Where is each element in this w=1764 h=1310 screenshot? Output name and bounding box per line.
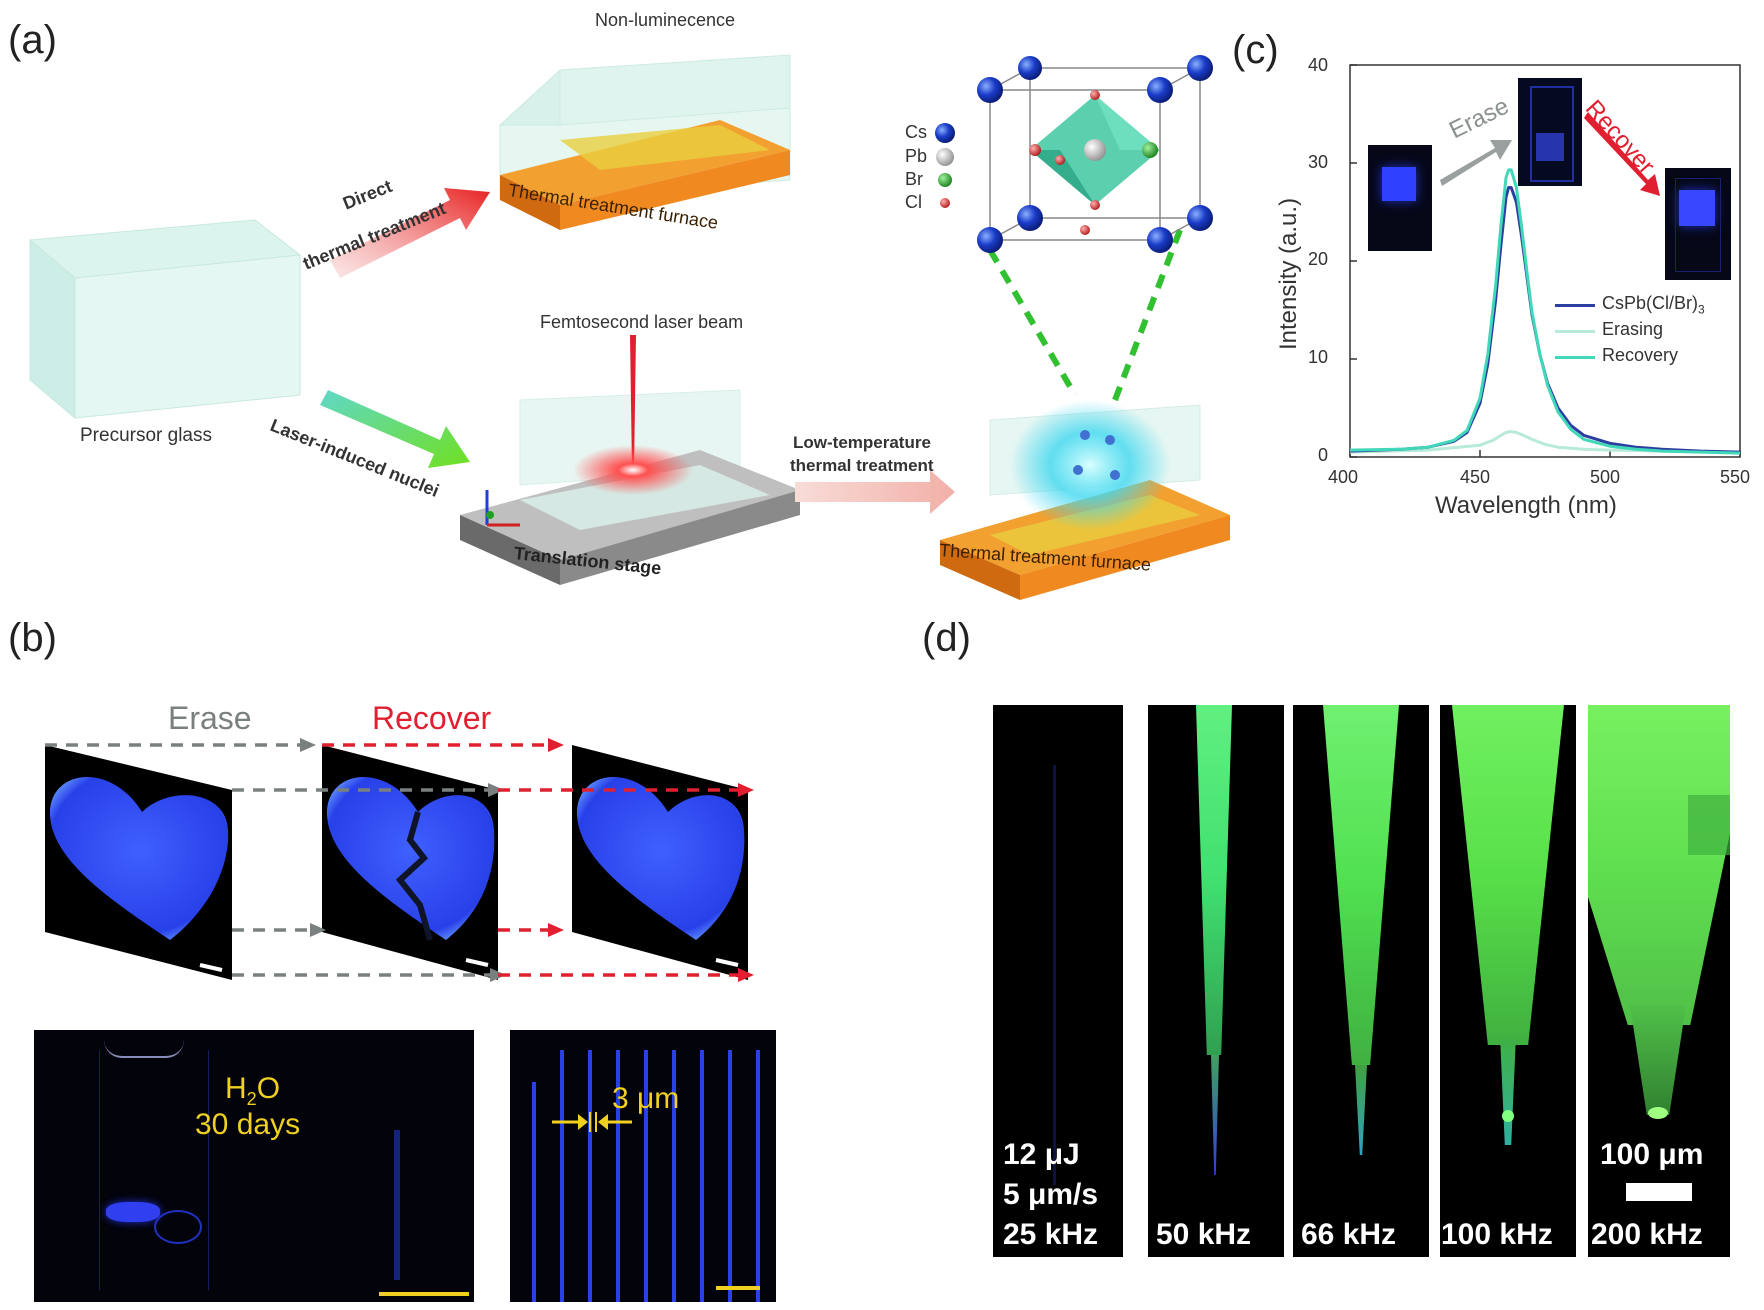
growth-image-100khz	[1440, 705, 1576, 1257]
line-array-photo	[510, 1030, 776, 1302]
translation-stage-assembly	[460, 335, 800, 585]
freq-label-66: 66 kHz	[1301, 1218, 1397, 1251]
chart-series-erasing	[1349, 430, 1741, 454]
panel-label-c: (c)	[1232, 28, 1279, 72]
inset-photo-initial	[1368, 145, 1432, 251]
panel-label-a: (a)	[8, 18, 57, 62]
legend-label-cl: Cl	[905, 192, 922, 212]
inset-photo-erased	[1518, 78, 1582, 186]
panel-c-chart	[1349, 64, 1741, 458]
legend-swatch-erasing	[1555, 330, 1595, 333]
chart-xtick-450: 450	[1460, 467, 1491, 487]
freq-label-50: 50 kHz	[1156, 1218, 1252, 1251]
chart-ytick-0: 0	[1318, 445, 1329, 465]
direct-treatment-arrow	[330, 188, 490, 278]
panel-label-d: (d)	[922, 616, 971, 660]
chart-xtick-550: 550	[1720, 467, 1751, 487]
panel-label-b: (b)	[8, 616, 57, 660]
legend-ball-cs	[935, 123, 955, 143]
chart-xtick-500: 500	[1590, 467, 1621, 487]
chart-ytick-40: 40	[1308, 55, 1329, 75]
freq-label-200: 200 kHz	[1591, 1218, 1703, 1251]
h2o-label: H2O	[225, 1072, 281, 1109]
femtosecond-laser-label: Femtosecond laser beam	[540, 312, 744, 332]
chart-ytick-30: 30	[1308, 152, 1329, 172]
water-immersion-photo	[34, 1030, 474, 1302]
scale-bar-label: 100 μm	[1600, 1138, 1704, 1171]
chart-xlabel: Wavelength (nm)	[1435, 492, 1617, 519]
zoom-line-right	[1112, 228, 1183, 402]
legend-ball-cl	[940, 198, 950, 208]
growth-image-200khz	[1588, 705, 1730, 1257]
heart-crack	[395, 811, 433, 941]
energy-label: 12 μJ	[1003, 1138, 1080, 1171]
inset-arrows	[1440, 112, 1660, 196]
legend-ball-br	[938, 173, 952, 187]
days-label: 30 days	[195, 1108, 301, 1141]
speed-label: 5 μm/s	[1003, 1178, 1099, 1211]
growth-image-25khz	[993, 705, 1123, 1257]
freq-label-100: 100 kHz	[1441, 1218, 1553, 1251]
lowtemp-label-2: thermal treatment	[790, 456, 934, 475]
legend-label-cs: Cs	[905, 122, 927, 142]
zoom-line-left	[987, 248, 1078, 397]
width-label: 3 μm	[612, 1082, 680, 1115]
growth-image-50khz	[1148, 705, 1284, 1257]
chart-series-recovery	[1349, 168, 1741, 455]
erase-title: Erase	[168, 700, 252, 736]
chart-xtick-400: 400	[1328, 467, 1359, 487]
heart-3	[576, 776, 745, 940]
lowtemp-treatment-arrow	[795, 470, 955, 514]
top-furnace-assembly	[498, 54, 791, 230]
width-indicator-arrows	[552, 1112, 632, 1132]
heart-2	[326, 776, 495, 940]
chart-ytick-20: 20	[1308, 249, 1329, 269]
chart-ytick-10: 10	[1308, 347, 1329, 367]
legend-label-erasing: Erasing	[1602, 319, 1664, 339]
panel-a-schematic	[28, 54, 1230, 600]
legend-label-br: Br	[905, 169, 923, 189]
inset-photo-recovered	[1665, 168, 1731, 280]
legend-swatch-cspb	[1555, 304, 1595, 307]
precursor-glass-label: Precursor glass	[80, 425, 212, 446]
legend-ball-pb	[936, 148, 954, 166]
panel-b-hearts	[45, 738, 754, 982]
legend-label-cspb: CsPb(Cl/Br)3	[1602, 293, 1705, 317]
recover-title: Recover	[372, 700, 492, 736]
laser-nuclei-arrow	[320, 390, 470, 468]
freq-label-25: 25 kHz	[1003, 1218, 1099, 1251]
legend-label-pb: Pb	[905, 146, 928, 166]
growth-image-66khz	[1293, 705, 1429, 1257]
perovskite-unit-cell	[977, 55, 1213, 253]
non-luminescence-label: Non-luminecence	[595, 10, 736, 30]
legend-label-recovery: Recovery	[1602, 345, 1679, 365]
legend-swatch-recovery	[1555, 356, 1595, 359]
crystal-furnace-assembly	[940, 400, 1230, 600]
lowtemp-label-1: Low-temperature	[793, 433, 931, 452]
heart-1	[49, 776, 229, 940]
precursor-glass-block	[28, 219, 302, 420]
